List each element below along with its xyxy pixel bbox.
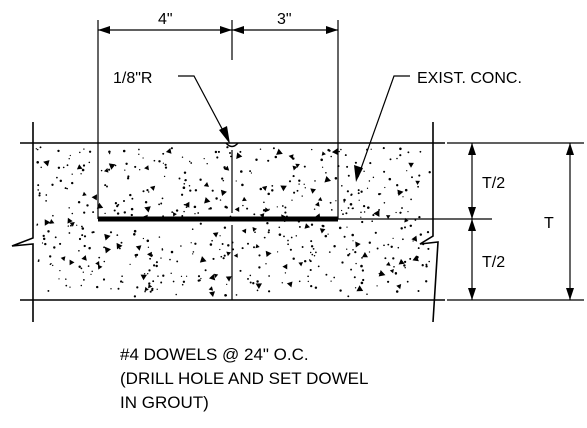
arrowhead <box>326 26 338 34</box>
arrowhead <box>468 143 476 155</box>
dimension-label-upper-half: T/2 <box>482 175 505 192</box>
arrowhead <box>220 26 232 34</box>
top-dimensions <box>97 20 339 219</box>
arrowhead <box>566 143 574 155</box>
existing-concrete-leader <box>354 75 410 182</box>
arrowhead <box>468 288 476 300</box>
dowel-note-line-2: (DRILL HOLE AND SET DOWEL <box>120 369 369 388</box>
existing-concrete-label: EXIST. CONC. <box>417 70 522 87</box>
radius-leader <box>178 75 230 144</box>
concrete-stipple-pattern <box>35 146 431 298</box>
concrete-slab <box>11 122 445 323</box>
dowel-note-line-3: IN GROUT) <box>120 393 209 412</box>
dowel-note-line-1: #4 DOWELS @ 24" O.C. <box>120 345 309 364</box>
dowel-note: #4 DOWELS @ 24" O.C. (DRILL HOLE AND SET… <box>120 343 368 415</box>
arrowhead <box>468 219 476 231</box>
dimension-arrowheads-right <box>468 143 574 300</box>
dimension-label-right: 3" <box>277 11 292 28</box>
radius-callout-label: 1/8"R <box>113 70 152 87</box>
arrowhead <box>468 207 476 219</box>
left-break-line <box>11 122 34 322</box>
dimension-arrowheads-top <box>98 26 338 34</box>
leader-arrowhead <box>219 126 230 144</box>
arrowhead <box>232 26 244 34</box>
joint-radius-notch <box>225 142 239 148</box>
leader-arrowhead <box>354 165 363 182</box>
control-joint <box>225 142 239 300</box>
right-break-line <box>419 122 439 323</box>
dimension-label-left: 4" <box>158 11 173 28</box>
thickness-dimensions <box>447 142 584 301</box>
dimension-label-lower-half: T/2 <box>482 254 505 271</box>
dimension-label-total: T <box>544 215 554 232</box>
arrowhead <box>98 26 110 34</box>
arrowhead <box>566 288 574 300</box>
